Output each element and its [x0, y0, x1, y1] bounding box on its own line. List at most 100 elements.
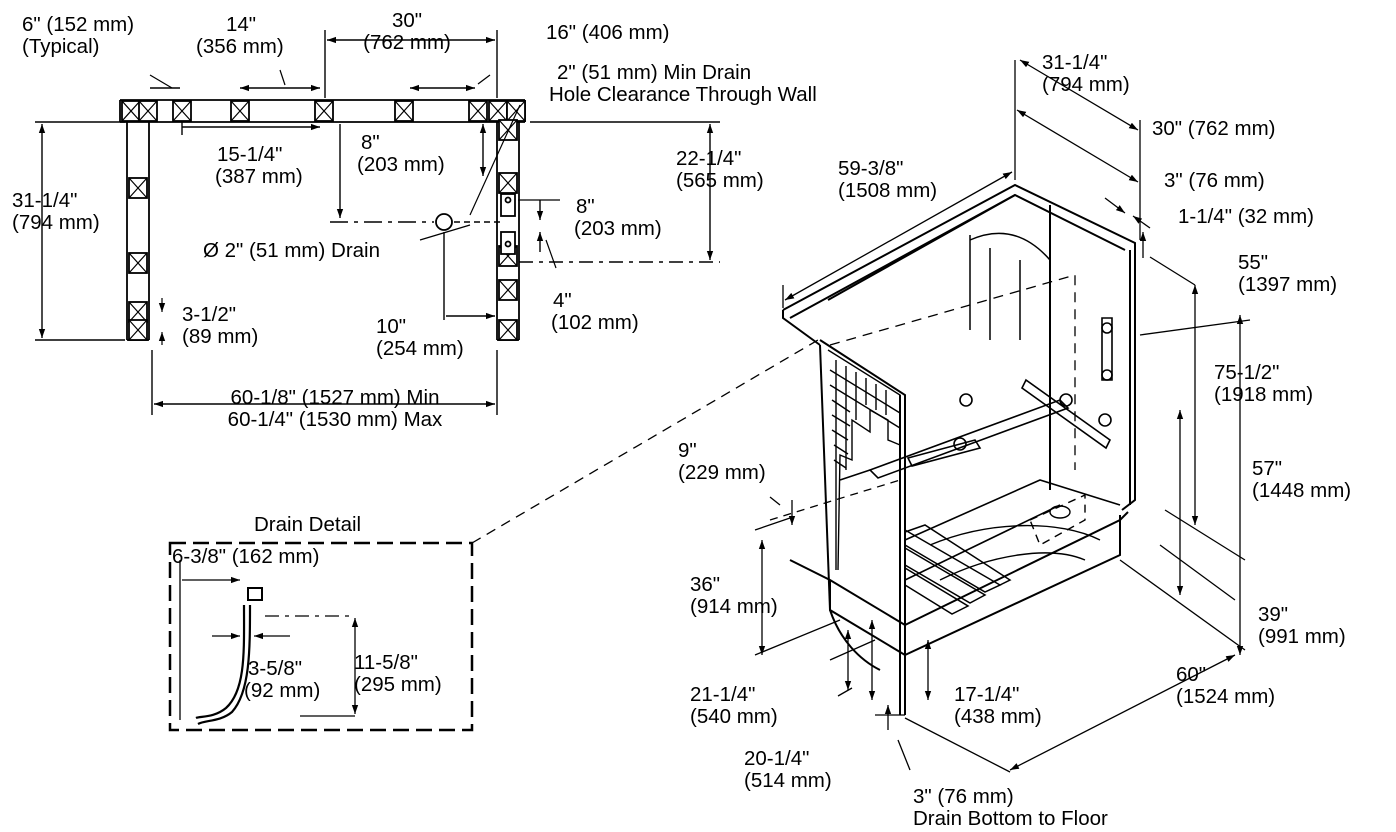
- drain-10-label: 10" (254 mm): [376, 316, 464, 360]
- iso-depth-30: 30" (762 mm): [1152, 117, 1276, 140]
- stud-3-5-line1: 3-1/2": [182, 303, 237, 326]
- iso-height-36: 36" (914 mm): [690, 574, 778, 618]
- iso-apron-21-line1: 21-1/4": [690, 683, 756, 706]
- iso-length-59-line2: (1508 mm): [838, 179, 938, 202]
- iso-flange-1-25: 1-1/4" (32 mm): [1178, 205, 1315, 228]
- iso-height-55: 55" (1397 mm): [1238, 252, 1337, 296]
- iso-height-36-line2: (914 mm): [690, 595, 778, 618]
- stud-15-25-line1: 15-1/4": [217, 143, 283, 166]
- drain-hole-line2: Hole Clearance Through Wall: [549, 83, 817, 106]
- iso-height-57: 57" (1448 mm): [1252, 458, 1351, 502]
- drain-4-line2: (102 mm): [551, 311, 639, 334]
- iso-length-59-line1: 59-3/8": [838, 157, 904, 180]
- stud-30-line2: (762 mm): [363, 31, 451, 54]
- iso-height-55-line1: 55": [1238, 251, 1269, 274]
- iso-length-60: 60" (1524 mm): [1176, 664, 1275, 708]
- depth-31-line1: 31-1/4": [12, 189, 78, 212]
- iso-apron-21: 21-1/4" (540 mm): [690, 684, 778, 728]
- iso-height-57-line2: (1448 mm): [1252, 479, 1352, 502]
- iso-drain-floor-line2: Drain Bottom to Floor: [913, 807, 1108, 830]
- iso-drain-floor: 3" (76 mm) Drain Bottom to Floor: [913, 786, 1108, 830]
- iso-height-75-line1: 75-1/2": [1214, 361, 1280, 384]
- access-panel-grid: [827, 349, 901, 571]
- iso-height-75-line2: (1918 mm): [1214, 383, 1314, 406]
- iso-height-55-line2: (1397 mm): [1238, 273, 1338, 296]
- depth-22-line2: (565 mm): [676, 169, 764, 192]
- studs-left: [128, 177, 148, 341]
- width-line1: 60-1/8" (1527 mm) Min: [230, 386, 440, 409]
- drain-label: Ø 2" (51 mm) Drain: [203, 239, 381, 262]
- iso-drain-9-line2: (229 mm): [678, 461, 766, 484]
- iso-apron-17: 17-1/4" (438 mm): [954, 684, 1042, 728]
- stud-3-5-label: 3-1/2" (89 mm): [182, 304, 258, 348]
- drain-hole-clearance-label: 2" (51 mm) Min Drain Hole Clearance Thro…: [549, 62, 817, 106]
- width-line2: 60-1/4" (1530 mm) Max: [227, 408, 443, 431]
- drain-icon: [435, 213, 453, 231]
- iso-flange-3: 3" (76 mm): [1164, 169, 1265, 192]
- drain-offset-side-line1: 8": [576, 195, 595, 218]
- stud-15-25-label: 15-1/4" (387 mm): [215, 144, 303, 188]
- drain-detail-offset: 6-3/8" (162 mm): [172, 545, 320, 568]
- iso-height-39: 39" (991 mm): [1258, 604, 1346, 648]
- isometric-view: [754, 59, 1251, 773]
- drain-detail-setback-line2: (92 mm): [244, 679, 321, 702]
- stud-15-25-line2: (387 mm): [215, 165, 303, 188]
- iso-length-60-line2: (1524 mm): [1176, 685, 1276, 708]
- studs-right: [498, 119, 518, 341]
- iso-height-39-line1: 39": [1258, 603, 1289, 626]
- iso-height-75: 75-1/2" (1918 mm): [1214, 362, 1313, 406]
- iso-drain-floor-line1: 3" (76 mm): [913, 785, 1014, 808]
- drain-detail-height-line2: (295 mm): [354, 673, 442, 696]
- drain-detail-setback: 3-5/8" (92 mm): [244, 658, 320, 702]
- drain-detail-title: Drain Detail: [254, 513, 362, 536]
- iso-apron-17-line1: 17-1/4": [954, 683, 1020, 706]
- iso-top-depth-line1: 31-1/4": [1042, 51, 1108, 74]
- iso-height-39-line2: (991 mm): [1258, 625, 1346, 648]
- drain-detail-height-line1: 11-5/8": [354, 651, 418, 674]
- iso-apron-20-line2: (514 mm): [744, 769, 832, 792]
- drain-hole-line1: 2" (51 mm) Min Drain: [557, 61, 752, 84]
- plan-view: [35, 30, 720, 415]
- drain-offset-side-line2: (203 mm): [574, 217, 662, 240]
- drain-4-label: 4" (102 mm): [551, 290, 639, 334]
- stud-30-label: 30" (762 mm): [332, 10, 482, 54]
- depth-31-line2: (794 mm): [12, 211, 100, 234]
- typical-stud-line1: 6" (152 mm): [22, 13, 135, 36]
- drain-offset-top-line1: 8": [361, 131, 380, 154]
- iso-apron-17-line2: (438 mm): [954, 705, 1042, 728]
- drain-detail-height: 11-5/8" (295 mm): [354, 652, 442, 696]
- width-label: 60-1/8" (1527 mm) Min 60-1/4" (1530 mm) …: [180, 387, 490, 431]
- drain-10-line2: (254 mm): [376, 337, 464, 360]
- iso-height-36-line1: 36": [690, 573, 721, 596]
- depth-31-label: 31-1/4" (794 mm): [12, 190, 100, 234]
- iso-apron-21-line2: (540 mm): [690, 705, 778, 728]
- drain-offset-top-label: 8" (203 mm): [357, 132, 445, 176]
- drain-offset-top-line2: (203 mm): [357, 153, 445, 176]
- stud-16-label: 16" (406 mm): [546, 21, 670, 44]
- iso-drain-9-line1: 9": [678, 439, 697, 462]
- stud-3-5-line2: (89 mm): [182, 325, 259, 348]
- stud-30-line1: 30": [391, 9, 423, 32]
- iso-length-60-line1: 60": [1176, 663, 1207, 686]
- stud-14-label: 14" (356 mm): [196, 14, 284, 58]
- drain-offset-side-label: 8" (203 mm): [574, 196, 662, 240]
- iso-apron-20-line1: 20-1/4": [744, 747, 810, 770]
- drain-4-line1: 4": [553, 289, 572, 312]
- iso-length-59: 59-3/8" (1508 mm): [838, 158, 937, 202]
- depth-22-line1: 22-1/4": [676, 147, 742, 170]
- drain-detail-setback-line1: 3-5/8": [248, 657, 303, 680]
- drain-10-line1: 10": [376, 315, 407, 338]
- stud-14-line2: (356 mm): [196, 35, 284, 58]
- studs-top: [121, 100, 526, 122]
- drain-detail: [168, 339, 819, 732]
- iso-apron-20: 20-1/4" (514 mm): [744, 748, 832, 792]
- typical-stud-line2: (Typical): [22, 35, 100, 58]
- iso-drain-9: 9" (229 mm): [678, 440, 766, 484]
- depth-22-label: 22-1/4" (565 mm): [676, 148, 764, 192]
- iso-top-depth: 31-1/4" (794 mm): [1042, 52, 1130, 96]
- iso-height-57-line1: 57": [1252, 457, 1283, 480]
- stud-14-line1: 14": [226, 13, 257, 36]
- typical-stud-label: 6" (152 mm) (Typical): [22, 14, 134, 58]
- iso-top-depth-line2: (794 mm): [1042, 73, 1130, 96]
